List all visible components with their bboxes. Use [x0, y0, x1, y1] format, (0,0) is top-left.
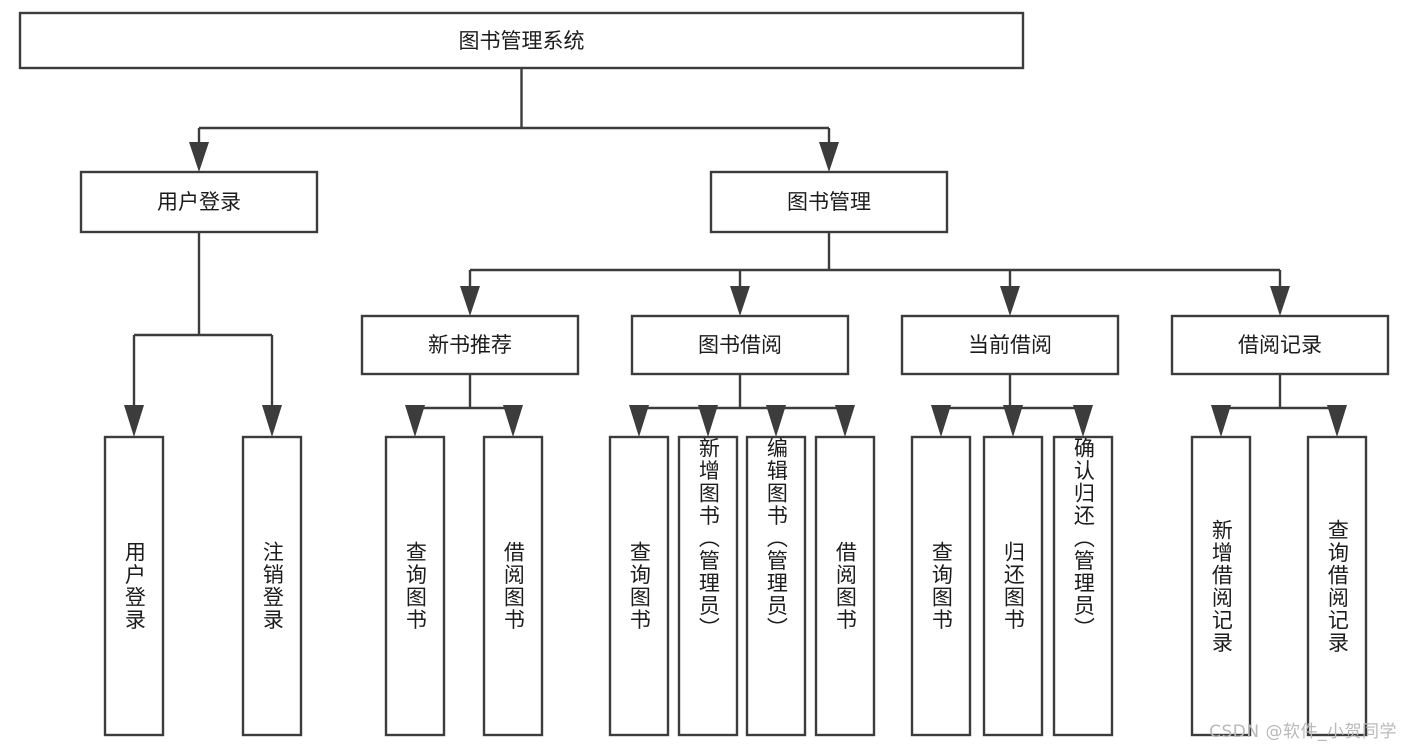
- node-leaf-borrow-book-2-box[interactable]: [814, 435, 876, 737]
- node-leaf-query-book-3-box[interactable]: [910, 435, 972, 737]
- arrow-head-leaf-logout: [262, 405, 282, 437]
- node-leaf-borrow-book-1-box[interactable]: [482, 435, 544, 737]
- arrow-head-user-login: [189, 142, 209, 172]
- arrow-head-leaf-confirm-return: [1073, 405, 1093, 437]
- arrow-head-leaf-query-book-1: [405, 405, 425, 437]
- node-current-borrow-label: 当前借阅: [968, 333, 1052, 357]
- node-book-borrow-box[interactable]: [630, 314, 850, 376]
- node-leaf-query-book-2-box[interactable]: [608, 435, 670, 737]
- node-new-book-rec[interactable]: 新书推荐: [360, 314, 580, 376]
- node-user-login[interactable]: 用户登录: [79, 170, 319, 234]
- connector-layer: [124, 68, 1347, 437]
- arrow-head-leaf-add-book: [698, 405, 718, 437]
- node-current-borrow[interactable]: 当前借阅: [900, 314, 1120, 376]
- arrow-head-current-borrow: [1000, 286, 1020, 316]
- node-leaf-logout-box[interactable]: [241, 435, 303, 737]
- node-book-manage-label: 图书管理: [787, 190, 871, 214]
- node-leaf-add-record-box[interactable]: [1190, 435, 1252, 737]
- arrow-head-leaf-user-login: [124, 405, 144, 437]
- node-leaf-edit-book-box[interactable]: [745, 435, 807, 737]
- node-borrow-record-label: 借阅记录: [1238, 333, 1322, 357]
- arrow-head-book-manage: [819, 142, 839, 172]
- node-user-login-label: 用户登录: [157, 190, 241, 214]
- arrow-head-borrow-record: [1270, 286, 1290, 316]
- node-book-manage[interactable]: 图书管理: [709, 170, 949, 234]
- node-borrow-record[interactable]: 借阅记录: [1170, 314, 1390, 376]
- node-current-borrow-box[interactable]: [900, 314, 1120, 376]
- node-borrow-record-box[interactable]: [1170, 314, 1390, 376]
- node-leaf-query-book-1-box[interactable]: [384, 435, 446, 737]
- arrow-head-book-borrow: [730, 286, 750, 316]
- node-leaf-confirm-return-box[interactable]: [1052, 435, 1114, 737]
- arrow-head-leaf-add-record: [1211, 405, 1231, 437]
- arrow-head-leaf-query-book-2: [629, 405, 649, 437]
- arrow-head-leaf-query-record: [1327, 405, 1347, 437]
- node-leaf-user-login-box[interactable]: [103, 435, 165, 737]
- node-book-borrow[interactable]: 图书借阅: [630, 314, 850, 376]
- node-root[interactable]: 图书管理系统: [18, 11, 1025, 70]
- node-book-borrow-label: 图书借阅: [698, 333, 782, 357]
- node-leaf-query-record-box[interactable]: [1306, 435, 1368, 737]
- node-new-book-rec-label: 新书推荐: [428, 333, 512, 357]
- node-new-book-rec-box[interactable]: [360, 314, 580, 376]
- arrow-head-leaf-return-book: [1003, 405, 1023, 437]
- arrow-head-new-book-rec: [460, 286, 480, 316]
- arrow-head-leaf-query-book-3: [931, 405, 951, 437]
- node-book-manage-box[interactable]: [709, 170, 949, 234]
- node-root-label: 图书管理系统: [459, 29, 585, 53]
- node-leaf-add-book-box[interactable]: [677, 435, 739, 737]
- node-root-box[interactable]: [18, 11, 1025, 70]
- arrow-head-leaf-borrow-book-1: [503, 405, 523, 437]
- arrow-head-leaf-edit-book: [766, 405, 786, 437]
- leaf-box-layer: [103, 435, 1368, 737]
- arrow-head-leaf-borrow-book-2: [835, 405, 855, 437]
- node-user-login-box[interactable]: [79, 170, 319, 234]
- csdn-watermark: CSDN @软件_小贺同学: [1209, 722, 1397, 742]
- node-leaf-return-book-box[interactable]: [982, 435, 1044, 737]
